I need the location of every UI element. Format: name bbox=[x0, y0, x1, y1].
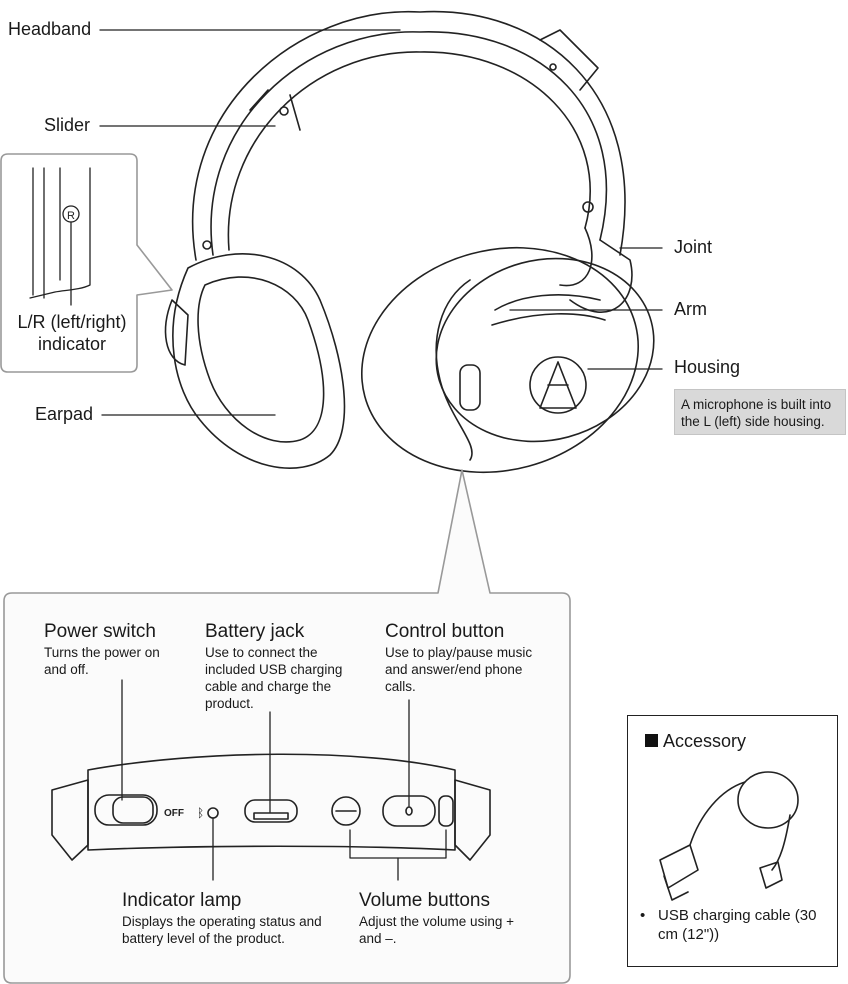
power-switch-title: Power switch bbox=[44, 621, 156, 642]
off-marking: OFF bbox=[164, 808, 184, 819]
accessory-item: USB charging cable (30 cm (12")) bbox=[658, 907, 817, 943]
slider-label: Slider bbox=[44, 115, 91, 135]
housing-note: A microphone is built into the L (left) … bbox=[674, 389, 846, 435]
arm-label: Arm bbox=[674, 299, 707, 319]
power-switch-desc: Turns the power on and off. bbox=[44, 645, 160, 677]
usb-cable-shape bbox=[659, 771, 799, 901]
brand-logo-icon bbox=[529, 356, 587, 414]
indicator-lamp-title: Indicator lamp bbox=[122, 890, 242, 911]
control-button-desc: Use to play/pause music and answer/end p… bbox=[385, 645, 533, 694]
earpad-label: Earpad bbox=[35, 404, 94, 424]
volume-buttons-desc: Adjust the volume using + and –. bbox=[359, 914, 514, 946]
right-housing-shape bbox=[361, 246, 655, 474]
joint-label: Joint bbox=[674, 237, 713, 257]
bullet-icon: • bbox=[640, 907, 646, 924]
battery-jack-desc: Use to connect the included USB charging… bbox=[205, 645, 343, 711]
bluetooth-icon: ᛒ bbox=[197, 806, 204, 820]
square-bullet-icon bbox=[645, 734, 658, 747]
accessory-box: Accessory • USB charging cable (30 cm (1… bbox=[627, 715, 838, 967]
left-earpad-shape bbox=[164, 253, 346, 469]
battery-jack-title: Battery jack bbox=[205, 621, 305, 642]
housing-label: Housing bbox=[674, 357, 741, 377]
indicator-lamp-desc: Displays the operating status and batter… bbox=[122, 914, 322, 946]
headband-label: Headband bbox=[8, 19, 92, 39]
accessory-heading: Accessory bbox=[663, 731, 747, 751]
control-panel-shape bbox=[51, 753, 491, 861]
control-button-title: Control button bbox=[385, 621, 505, 642]
volume-buttons-title: Volume buttons bbox=[359, 890, 490, 911]
headband-shape bbox=[191, 10, 626, 261]
svg-text:R: R bbox=[67, 210, 75, 222]
lr-indicator-label: L/R (left/right) indicator bbox=[17, 312, 127, 354]
